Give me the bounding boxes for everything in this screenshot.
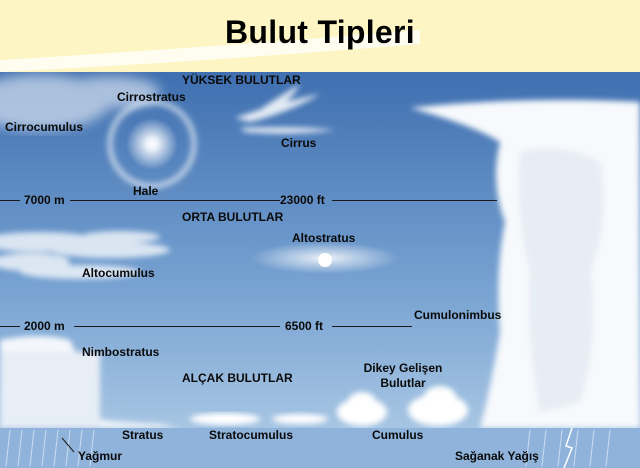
- cloud-label-altocumulus: Altocumulus: [82, 266, 155, 280]
- cloud-label-vertical-line1: Dikey Gelişen: [363, 361, 443, 375]
- level-label-high: YÜKSEK BULUTLAR: [182, 73, 301, 87]
- altitude-label-upper-ft: 23000 ft: [280, 193, 325, 207]
- cloud-label-halo: Hale: [133, 184, 159, 198]
- precip-label-shower: Sağanak Yağış: [455, 449, 539, 463]
- cloud-label-stratus: Stratus: [122, 428, 164, 442]
- cloud-label-vertical-line2: Bulutlar: [380, 376, 426, 390]
- altitude-label-lower-m: 2000 m: [24, 319, 65, 333]
- page-title: Bulut Tipleri: [225, 14, 415, 50]
- header-sweep-graphic: [0, 30, 420, 72]
- level-label-low: ALÇAK BULUTLAR: [182, 371, 293, 385]
- cloud-label-cirrocumulus: Cirrocumulus: [5, 120, 84, 134]
- altitude-line-lower-left: [0, 326, 20, 327]
- altitude-line-upper-left: [0, 200, 20, 201]
- altostratus-cloud: [250, 242, 400, 274]
- altitude-label-lower-ft: 6500 ft: [285, 319, 324, 333]
- stratocumulus-cloud: [190, 413, 328, 425]
- cumulus-cloud: [337, 386, 468, 426]
- cloud-label-nimbostratus: Nimbostratus: [82, 345, 160, 359]
- cloud-label-stratocumulus: Stratocumulus: [209, 428, 294, 442]
- rain-streaks: [5, 429, 611, 467]
- altitude-line-lower-right: [332, 326, 412, 327]
- lightning-bolt: [563, 427, 573, 468]
- cloud-label-cumulonimbus: Cumulonimbus: [414, 308, 502, 322]
- rain-pointer: [61, 437, 75, 453]
- ground-band: [0, 428, 640, 468]
- cirrus-cloud: [235, 84, 335, 134]
- altocumulus-cloud: [0, 231, 170, 279]
- header-banner: Bulut Tipleri: [0, 0, 640, 72]
- altitude-line-lower-mid: [74, 326, 280, 327]
- cloud-label-altostratus: Altostratus: [292, 231, 356, 245]
- altitude-line-upper-right: [332, 200, 497, 201]
- cloud-label-cirrostratus: Cirrostratus: [117, 90, 186, 104]
- altitude-line-upper-mid: [70, 200, 280, 201]
- level-label-middle: ORTA BULUTLAR: [182, 210, 284, 224]
- nimbostratus-cloud: [0, 336, 180, 428]
- cloud-label-cirrus: Cirrus: [281, 136, 317, 150]
- cloud-label-cumulus: Cumulus: [372, 428, 424, 442]
- cirrocumulus-cloud: [0, 74, 160, 130]
- cumulonimbus-cloud: [410, 100, 640, 428]
- halo-sun: [107, 99, 197, 189]
- altitude-label-upper-m: 7000 m: [24, 193, 65, 207]
- sky-illustration: [0, 72, 640, 468]
- precip-label-rain: Yağmur: [78, 449, 123, 463]
